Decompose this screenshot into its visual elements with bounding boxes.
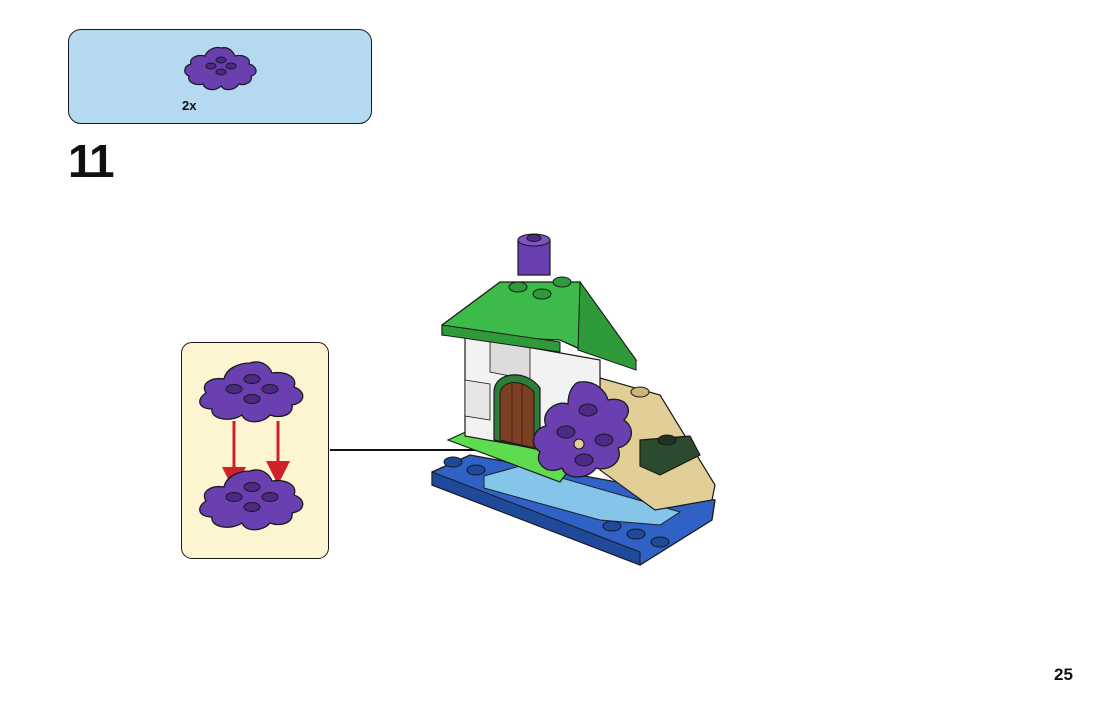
- purple-chimney: [517, 233, 551, 276]
- part-quantity: 2x: [182, 98, 197, 113]
- purple-flower-plate-top: [199, 361, 304, 423]
- parts-list-box: 2x: [68, 29, 372, 124]
- green-roof: [441, 276, 638, 371]
- dark-green-slope: [639, 435, 701, 476]
- sub-assembly-callout: [181, 342, 329, 559]
- purple-flower-plate-icon: [184, 46, 257, 91]
- purple-flower-plate-bottom: [199, 469, 304, 531]
- purple-flower-placed: [532, 381, 633, 478]
- arched-door: [493, 374, 541, 451]
- page-number: 25: [1054, 665, 1073, 684]
- step-number: 11: [68, 135, 115, 187]
